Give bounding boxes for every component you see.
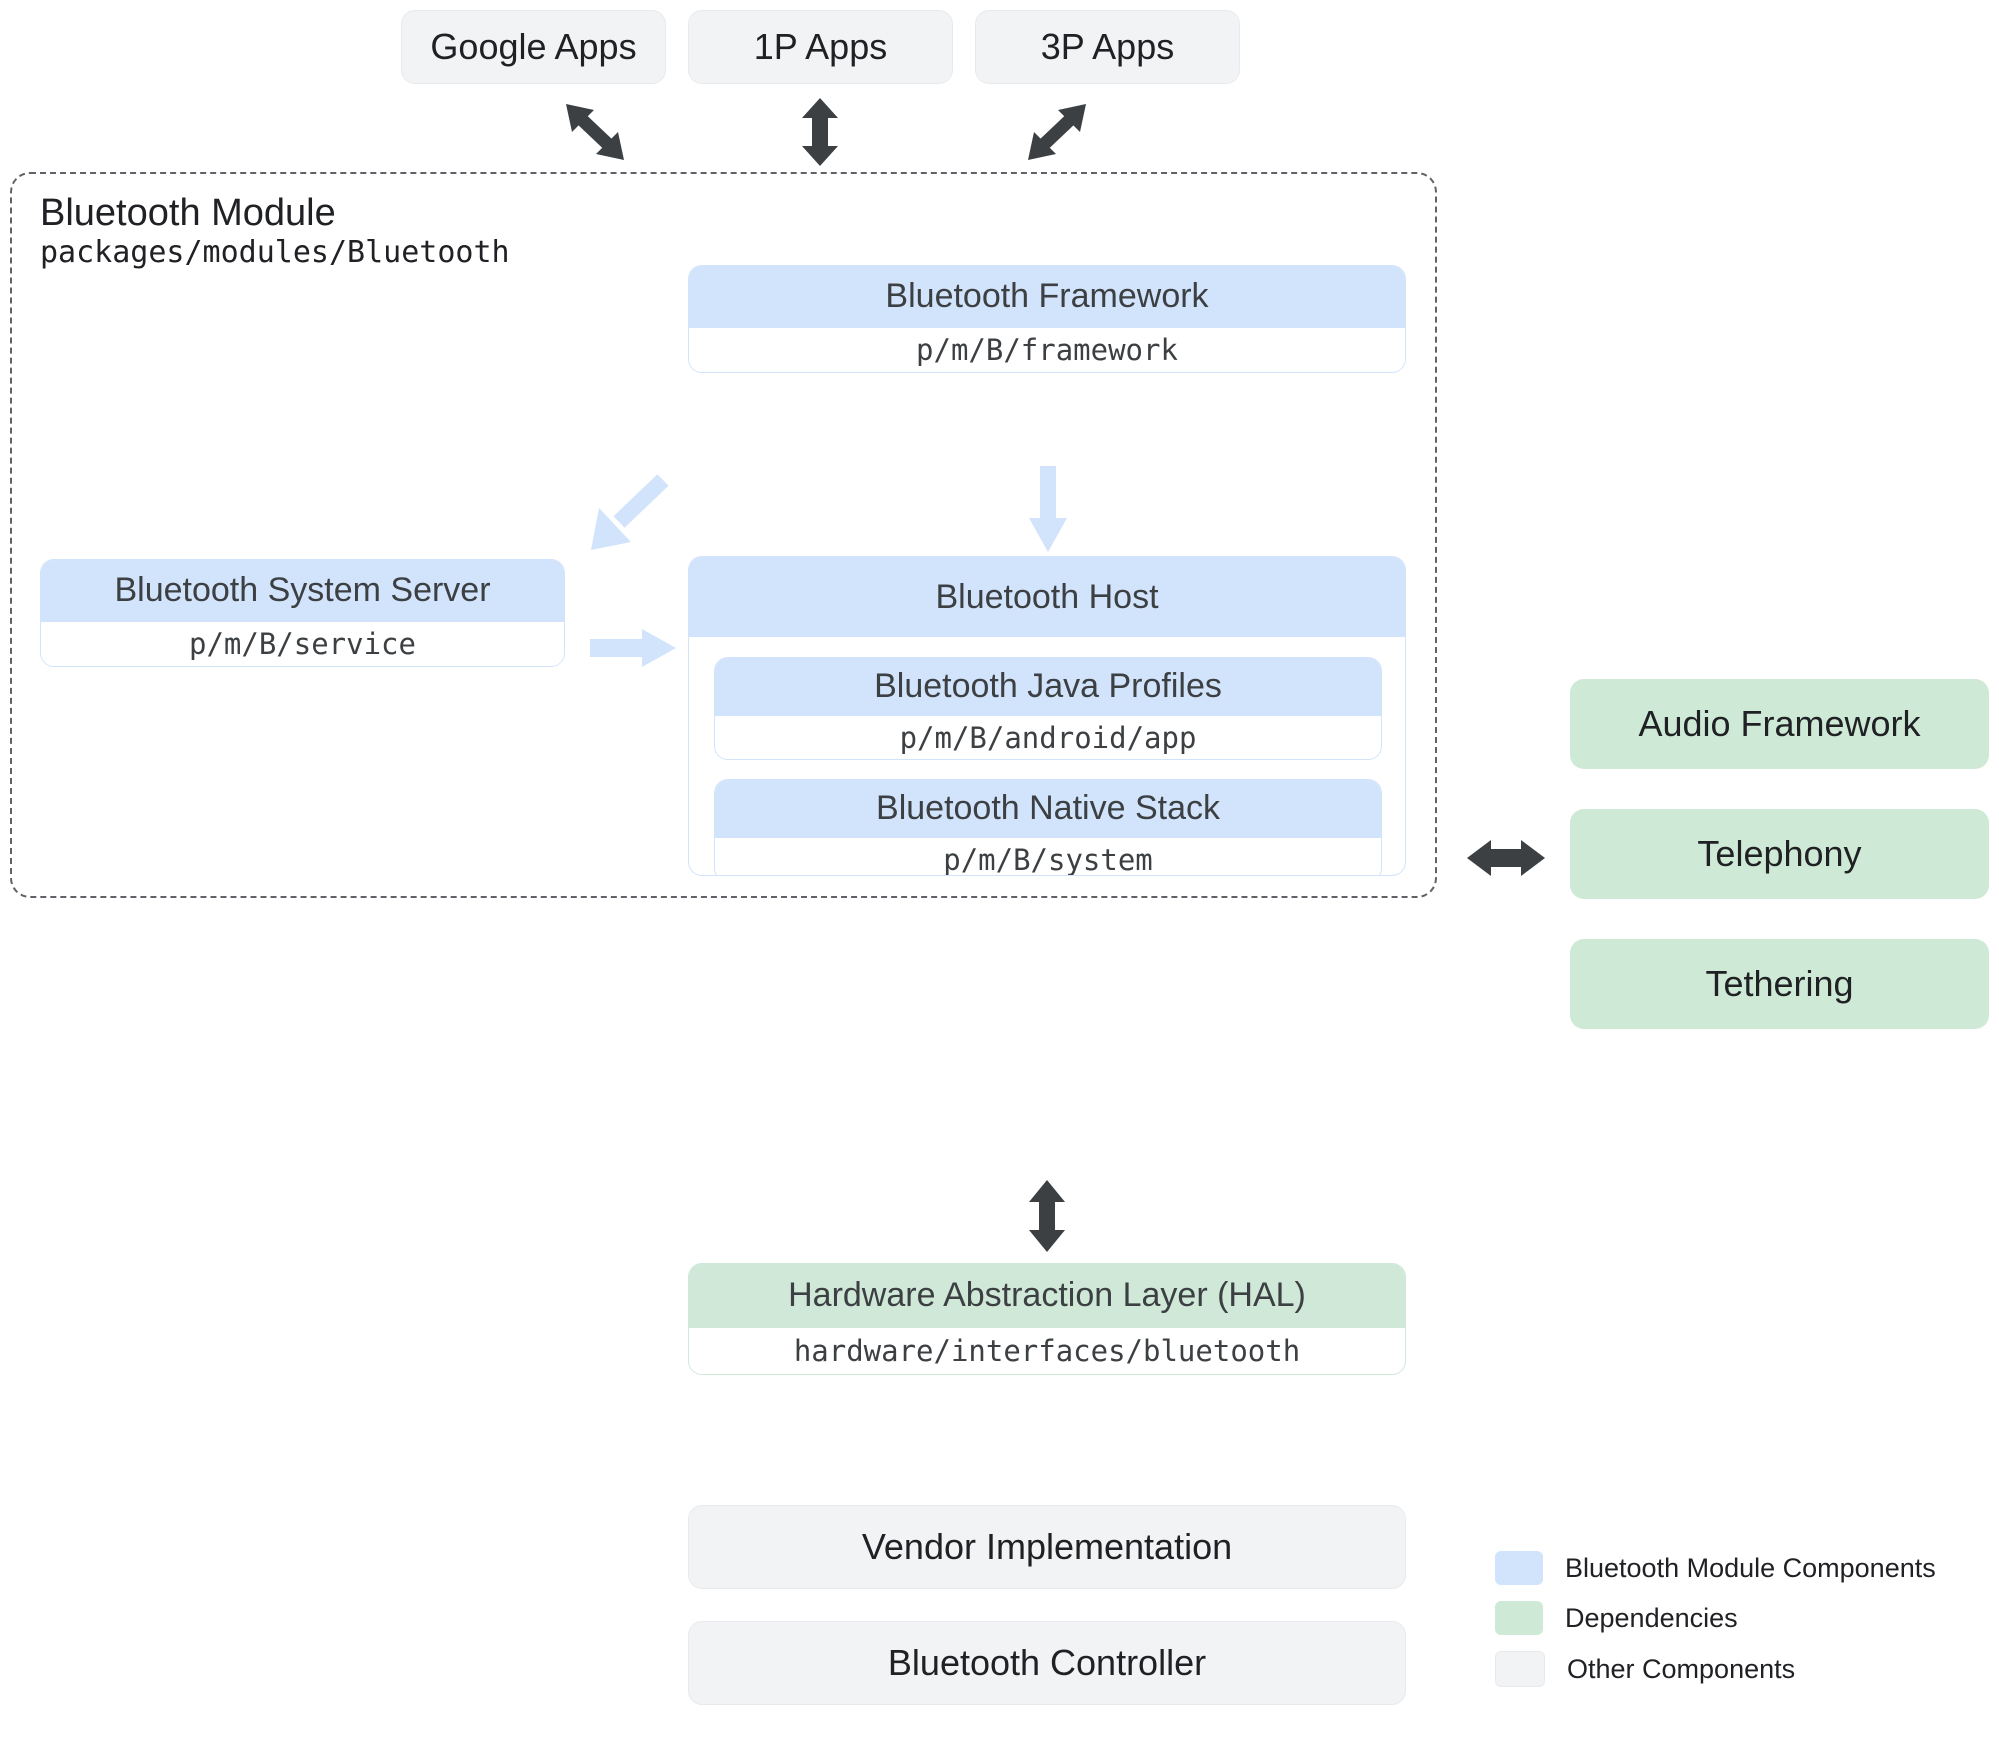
module-path: packages/modules/Bluetooth — [40, 235, 510, 270]
hal-title: Hardware Abstraction Layer (HAL) — [689, 1264, 1405, 1328]
system-server-to-host-arrow — [590, 625, 676, 671]
bluetooth-system-server-card[interactable]: Bluetooth System Server p/m/B/service — [40, 559, 565, 667]
legend-item-module-components: Bluetooth Module Components — [1495, 1551, 1936, 1585]
app-box-1p-apps[interactable]: 1P Apps — [688, 10, 953, 84]
bluetooth-host-title: Bluetooth Host — [689, 557, 1405, 637]
bluetooth-host-container[interactable]: Bluetooth Host Bluetooth Java Profiles p… — [688, 556, 1406, 876]
app-box-3p-apps[interactable]: 3P Apps — [975, 10, 1240, 84]
1p-apps-connector-arrow — [797, 98, 843, 166]
app-box-3p-apps-label: 3P Apps — [1040, 26, 1175, 67]
legend-swatch-other-components — [1495, 1651, 1545, 1687]
bluetooth-framework-title: Bluetooth Framework — [689, 266, 1405, 328]
bluetooth-system-server-path: p/m/B/service — [41, 622, 564, 666]
bluetooth-framework-card[interactable]: Bluetooth Framework p/m/B/framework — [688, 265, 1406, 373]
bluetooth-controller-label: Bluetooth Controller — [887, 1642, 1207, 1683]
dependency-audio-framework-label: Audio Framework — [1638, 703, 1921, 744]
module-title: Bluetooth Module — [40, 192, 336, 234]
dependency-tethering[interactable]: Tethering — [1570, 939, 1989, 1029]
framework-to-host-arrow — [1027, 466, 1069, 552]
bluetooth-native-stack-path: p/m/B/system — [715, 838, 1381, 875]
app-box-google-apps[interactable]: Google Apps — [401, 10, 666, 84]
bluetooth-module-container — [10, 172, 1437, 898]
legend-label-other-components: Other Components — [1567, 1653, 1796, 1684]
google-apps-connector-arrow — [558, 100, 632, 164]
bluetooth-java-profiles-path: p/m/B/android/app — [715, 716, 1381, 759]
hal-card[interactable]: Hardware Abstraction Layer (HAL) hardwar… — [688, 1263, 1406, 1375]
dependency-audio-framework[interactable]: Audio Framework — [1570, 679, 1989, 769]
module-to-hal-arrow — [1024, 1180, 1070, 1252]
hal-path: hardware/interfaces/bluetooth — [689, 1328, 1405, 1374]
app-box-1p-apps-label: 1P Apps — [753, 26, 888, 67]
bluetooth-native-stack-card[interactable]: Bluetooth Native Stack p/m/B/system — [714, 779, 1382, 875]
bluetooth-system-server-title: Bluetooth System Server — [41, 560, 564, 622]
legend-swatch-dependencies — [1495, 1601, 1543, 1635]
legend-label-dependencies: Dependencies — [1565, 1602, 1738, 1633]
bluetooth-native-stack-title: Bluetooth Native Stack — [715, 780, 1381, 838]
legend: Bluetooth Module Components Dependencies… — [1495, 1551, 1936, 1703]
bluetooth-java-profiles-card[interactable]: Bluetooth Java Profiles p/m/B/android/ap… — [714, 657, 1382, 760]
legend-item-dependencies: Dependencies — [1495, 1601, 1936, 1635]
dependency-tethering-label: Tethering — [1705, 963, 1854, 1004]
framework-to-system-server-arrow — [585, 470, 675, 554]
legend-item-other-components: Other Components — [1495, 1651, 1936, 1687]
bluetooth-controller-box[interactable]: Bluetooth Controller — [688, 1621, 1406, 1705]
legend-label-module-components: Bluetooth Module Components — [1565, 1552, 1936, 1583]
host-to-dependencies-arrow — [1467, 835, 1545, 881]
dependency-telephony[interactable]: Telephony — [1570, 809, 1989, 899]
bluetooth-framework-path: p/m/B/framework — [689, 328, 1405, 372]
legend-swatch-module-components — [1495, 1551, 1543, 1585]
dependency-telephony-label: Telephony — [1697, 833, 1862, 874]
vendor-implementation-label: Vendor Implementation — [861, 1526, 1233, 1567]
app-box-google-apps-label: Google Apps — [430, 26, 637, 67]
bluetooth-java-profiles-title: Bluetooth Java Profiles — [715, 658, 1381, 716]
3p-apps-connector-arrow — [1020, 100, 1094, 164]
vendor-implementation-box[interactable]: Vendor Implementation — [688, 1505, 1406, 1589]
